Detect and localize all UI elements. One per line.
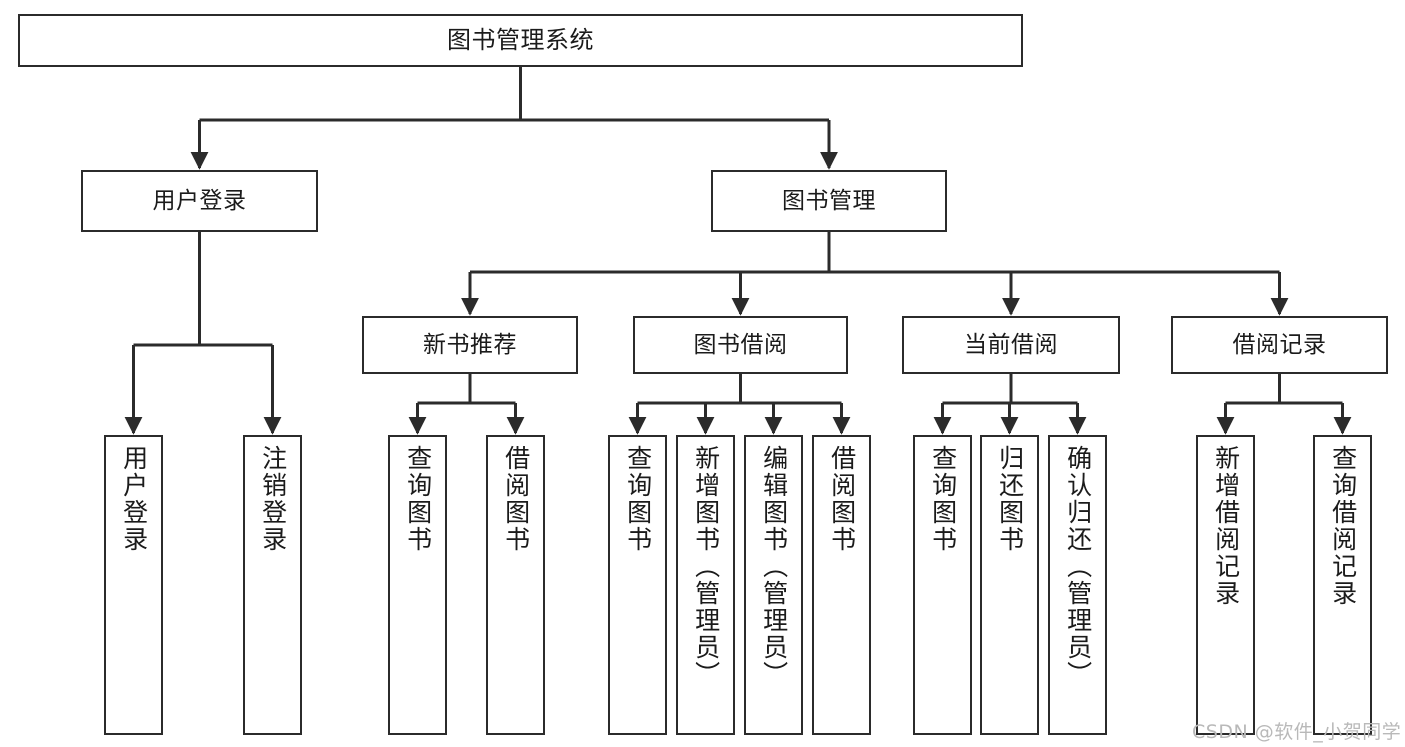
node-leaf-query-book-1[interactable]: 查询图书 [388,435,447,735]
node-label: 借阅图书 [827,445,857,553]
node-leaf-query-book-2[interactable]: 查询图书 [608,435,667,735]
node-leaf-add-record[interactable]: 新增借阅记录 [1196,435,1255,735]
node-label: 注销登录 [258,445,288,553]
node-leaf-return-book[interactable]: 归还图书 [980,435,1039,735]
node-leaf-borrow-book-1[interactable]: 借阅图书 [486,435,545,735]
node-label: 图书借阅 [693,331,788,358]
node-label: 查询图书 [928,445,958,553]
node-label: 新增借阅记录 [1211,445,1241,607]
node-label: 编辑图书（管理员） [759,445,789,688]
node-book-borrow[interactable]: 图书借阅 [633,316,848,374]
node-label: 新书推荐 [423,331,517,358]
node-label: 图书管理系统 [447,25,594,54]
node-label: 查询图书 [403,445,433,553]
node-new-book-recommend[interactable]: 新书推荐 [362,316,578,374]
node-borrow-record[interactable]: 借阅记录 [1171,316,1388,374]
node-label: 查询图书 [623,445,653,553]
node-leaf-confirm-return[interactable]: 确认归还（管理员） [1048,435,1107,735]
node-label: 图书管理 [782,187,876,214]
node-label: 用户登录 [119,445,149,553]
node-label: 新增图书（管理员） [691,445,721,688]
node-leaf-add-book[interactable]: 新增图书（管理员） [676,435,735,735]
node-label: 借阅图书 [501,445,531,553]
node-label: 用户登录 [152,187,247,214]
node-leaf-query-record[interactable]: 查询借阅记录 [1313,435,1372,735]
node-leaf-query-book-3[interactable]: 查询图书 [913,435,972,735]
node-label: 借阅记录 [1232,331,1327,358]
node-label: 查询借阅记录 [1328,445,1358,607]
node-root[interactable]: 图书管理系统 [18,14,1023,67]
node-book-management[interactable]: 图书管理 [711,170,947,232]
node-leaf-user-login[interactable]: 用户登录 [104,435,163,735]
node-label: 确认归还（管理员） [1063,445,1093,688]
node-leaf-edit-book[interactable]: 编辑图书（管理员） [744,435,803,735]
node-user-login[interactable]: 用户登录 [81,170,318,232]
node-label: 当前借阅 [964,331,1058,358]
node-current-borrow[interactable]: 当前借阅 [902,316,1120,374]
node-label: 归还图书 [995,445,1025,553]
node-leaf-borrow-book-2[interactable]: 借阅图书 [812,435,871,735]
csdn-watermark: CSDN @软件_小贺同学 [1192,721,1402,743]
node-leaf-logout[interactable]: 注销登录 [243,435,302,735]
